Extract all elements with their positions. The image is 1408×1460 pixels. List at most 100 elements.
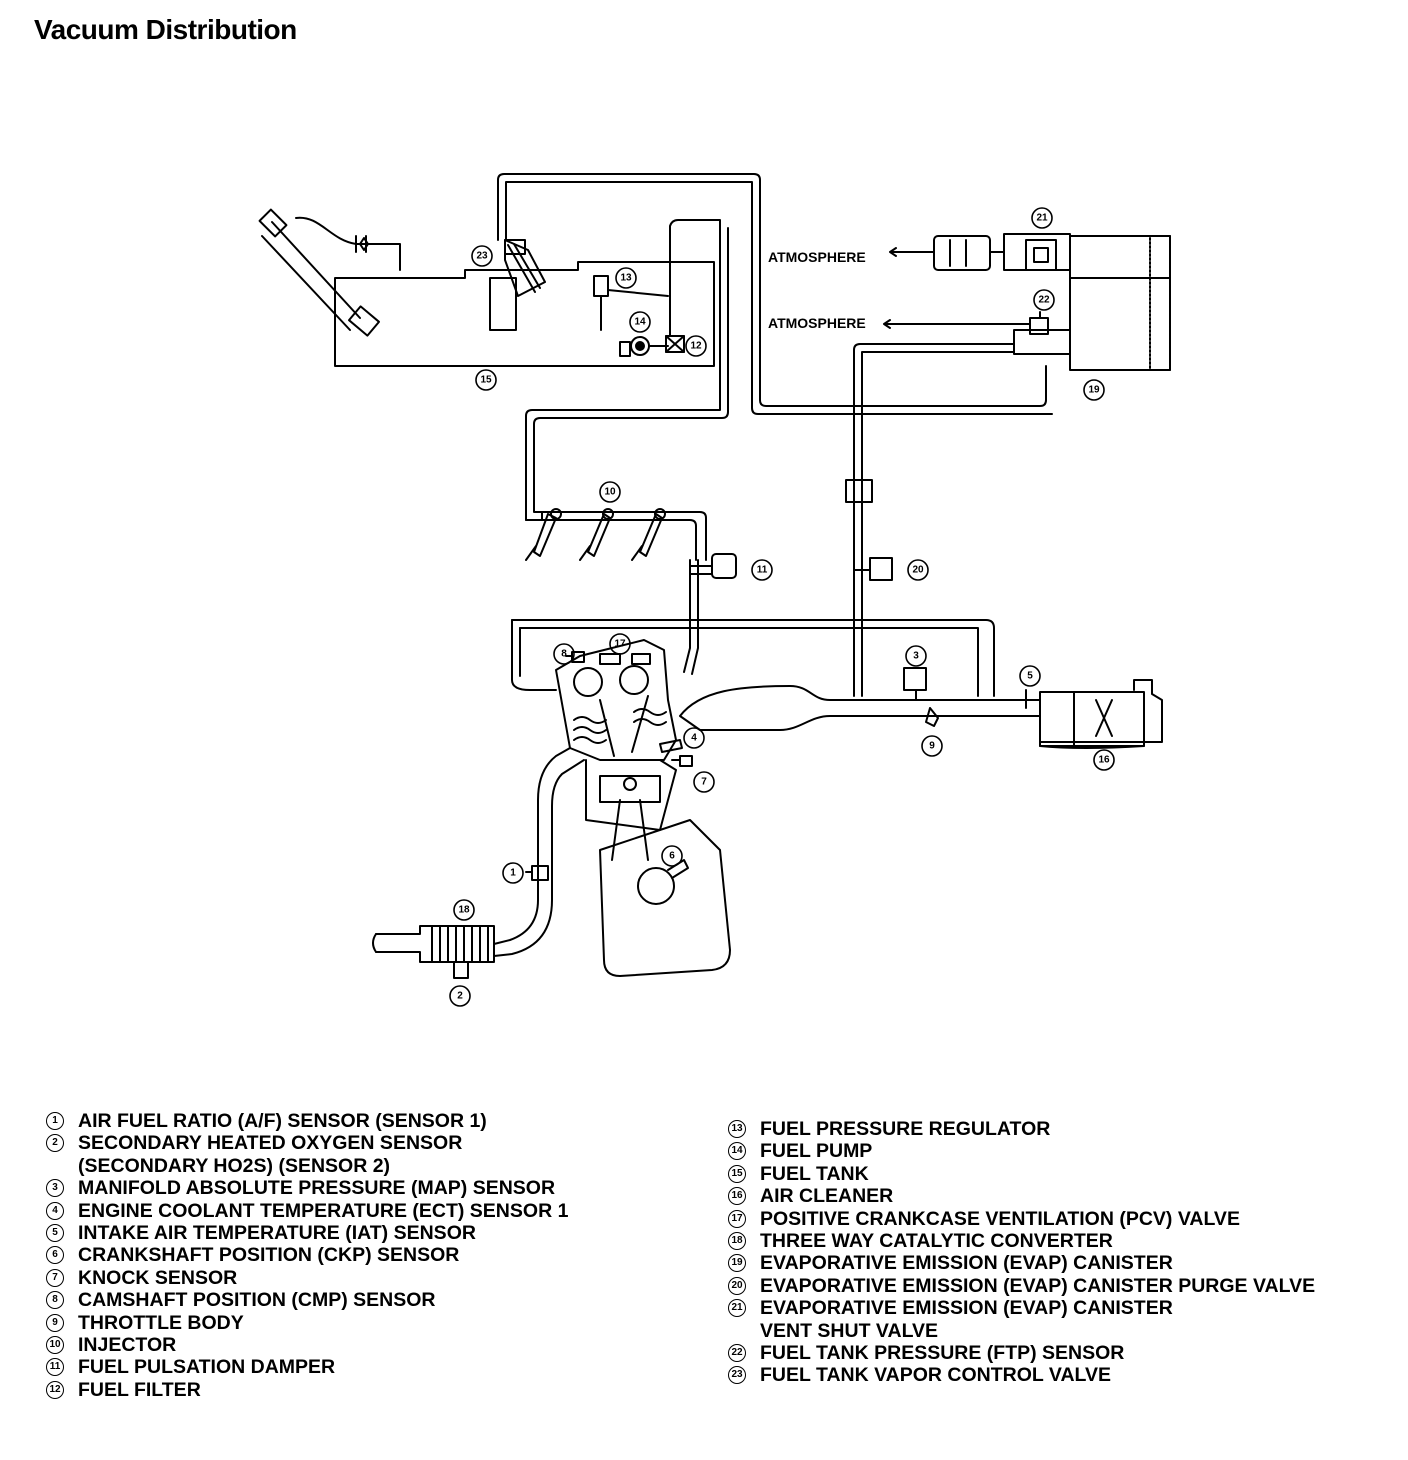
callouts <box>449 207 1115 1007</box>
fuel-tank-vapor-control-valve <box>489 239 546 331</box>
callout-1 <box>502 862 524 884</box>
callout-14 <box>629 311 651 333</box>
fuel-filter-in-tank <box>665 219 721 353</box>
legend-label: THREE WAY CATALYTIC CONVERTER <box>760 1230 1113 1253</box>
vapor-line <box>497 173 1047 407</box>
callout-21-label: 21 <box>1036 213 1048 224</box>
legend-label: CRANKSHAFT POSITION (CKP) SENSOR <box>78 1244 460 1267</box>
injectors <box>525 508 666 561</box>
evap-canister <box>1003 233 1171 371</box>
three-way-catalytic-converter <box>372 925 495 963</box>
callout-20 <box>907 559 929 581</box>
fuel-tank-drain <box>348 305 380 337</box>
callout-21 <box>1031 207 1053 229</box>
legend-number: 2 <box>46 1134 64 1153</box>
legend-label: MANIFOLD ABSOLUTE PRESSURE (MAP) SENSOR <box>78 1177 556 1200</box>
callout-8-label: 8 <box>561 649 567 660</box>
throttle-body <box>925 707 939 727</box>
exhaust-pipe <box>493 747 585 957</box>
callout-22-label: 22 <box>1038 295 1050 306</box>
legend-number: 18 <box>728 1232 746 1251</box>
legend-label: SECONDARY HEATED OXYGEN SENSOR <box>78 1132 463 1155</box>
legend-label: CAMSHAFT POSITION (CMP) SENSOR <box>78 1289 436 1312</box>
intake-tube-top <box>511 619 995 697</box>
callout-10-label: 10 <box>604 487 616 498</box>
fuel-filler-cap <box>258 208 288 238</box>
fuel-pressure-regulator <box>593 275 669 331</box>
fuel-feed-line <box>533 227 729 561</box>
purge-line-joint <box>845 479 873 503</box>
engine-block <box>585 759 731 977</box>
legend-number: 6 <box>46 1246 64 1265</box>
secondary-ho2s <box>453 961 469 979</box>
atmosphere-label-lower: ATMOSPHERE <box>768 315 866 331</box>
legend-number: 20 <box>728 1276 746 1295</box>
fuel-tank <box>334 261 715 367</box>
legend-label: FUEL PULSATION DAMPER <box>78 1356 336 1379</box>
legend-label: THROTTLE BODY <box>78 1311 244 1334</box>
callout-1-label: 1 <box>510 868 516 879</box>
callout-5 <box>1019 665 1041 687</box>
callout-4 <box>683 727 705 749</box>
legend-number: 12 <box>46 1380 64 1399</box>
map-sensor <box>903 667 927 701</box>
callout-6 <box>661 845 683 867</box>
callout-2 <box>449 985 471 1007</box>
air-cleaner <box>1073 691 1145 747</box>
legend-label-continued: VENT SHUT VALVE <box>760 1319 939 1342</box>
callout-15 <box>475 369 497 391</box>
legend-label: EVAPORATIVE EMISSION (EVAP) CANISTER PUR… <box>760 1274 1316 1297</box>
legend-label: INTAKE AIR TEMPERATURE (IAT) SENSOR <box>78 1222 476 1245</box>
legend-label: FUEL TANK PRESSURE (FTP) SENSOR <box>760 1342 1125 1365</box>
legend-number: 3 <box>46 1179 64 1198</box>
callout-18-label: 18 <box>458 905 470 916</box>
callout-23 <box>471 245 493 267</box>
callout-15-label: 15 <box>480 375 492 386</box>
callout-3-label: 3 <box>913 651 919 662</box>
callout-8 <box>553 643 575 665</box>
evap-vent-filter <box>889 235 1005 271</box>
callout-7 <box>693 771 715 793</box>
fuel-pump <box>619 336 669 357</box>
legend-number: 22 <box>728 1344 746 1363</box>
callout-3 <box>905 645 927 667</box>
callout-19-label: 19 <box>1088 385 1100 396</box>
callout-10 <box>599 481 621 503</box>
callout-9-label: 9 <box>929 741 935 752</box>
legend-label: EVAPORATIVE EMISSION (EVAP) CANISTER <box>760 1297 1173 1320</box>
legend-item: 20 EVAPORATIVE EMISSION (EVAP) CANISTER P… <box>728 1275 1315 1297</box>
callout-12-label: 12 <box>690 341 702 352</box>
vacuum-distribution-diagram: ATMOSPHERE ATMOSPHERE 1 2 3 4 5 6 7 8 <box>258 173 1171 1007</box>
purge-line <box>853 343 1015 697</box>
legend-label: POSITIVE CRANKCASE VENTILATION (PCV) VAL… <box>760 1207 1240 1230</box>
callout-11-label: 11 <box>757 565 768 576</box>
legend-label: INJECTOR <box>78 1334 177 1357</box>
legend-number: 14 <box>728 1142 746 1161</box>
callout-23-label: 23 <box>476 251 488 262</box>
af-sensor <box>525 865 549 881</box>
cmp-sensor <box>565 651 585 663</box>
legend-number: 16 <box>728 1187 746 1206</box>
callout-7-label: 7 <box>701 777 707 788</box>
legend-item: 18 THREE WAY CATALYTIC CONVERTER <box>728 1230 1315 1252</box>
page-title: Vacuum Distribution <box>34 14 297 45</box>
callout-20-label: 20 <box>912 565 924 576</box>
legend-number: 7 <box>46 1268 64 1287</box>
fuel-pulsation-damper <box>683 553 737 675</box>
legend-label: ENGINE COOLANT TEMPERATURE (ECT) SENSOR … <box>78 1199 569 1222</box>
legend-number: 8 <box>46 1291 64 1310</box>
callout-14-label: 14 <box>634 317 646 328</box>
